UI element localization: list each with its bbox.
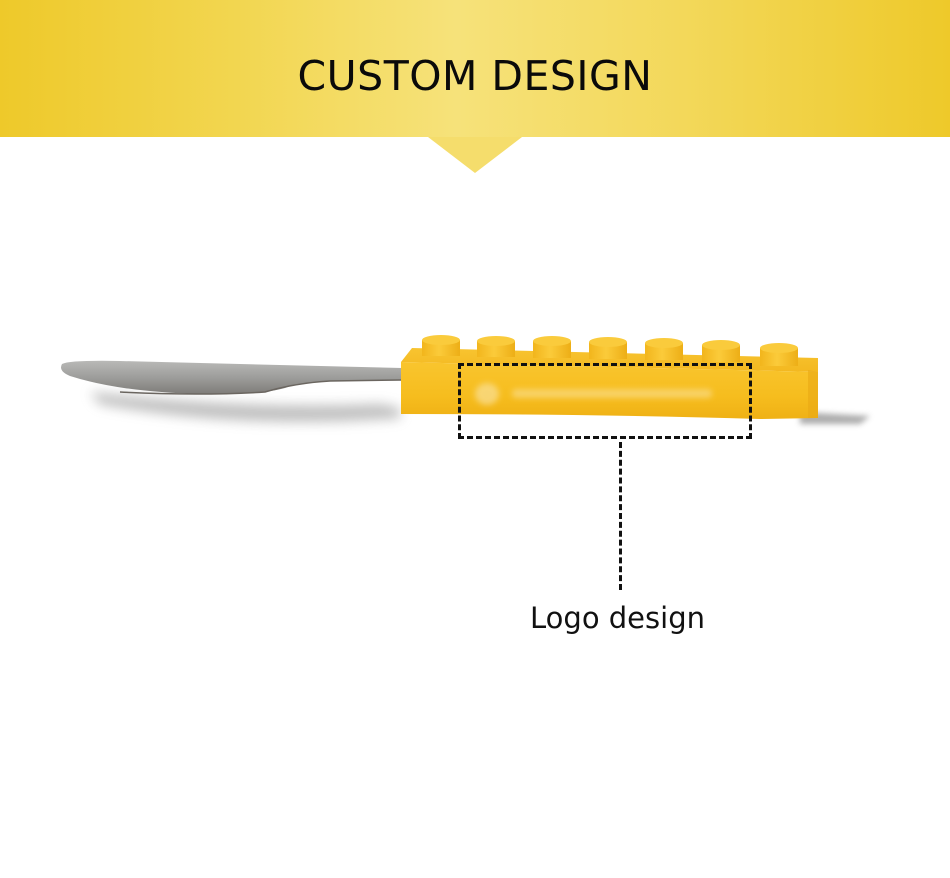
brick-studs	[422, 335, 798, 366]
logo-design-label: Logo design	[530, 601, 705, 635]
logo-area-dashed-box	[458, 363, 752, 439]
banner-pointer-triangle	[428, 137, 522, 173]
header-banner: CUSTOM DESIGN	[0, 0, 950, 137]
banner-title: CUSTOM DESIGN	[297, 52, 653, 100]
callout-leader-line	[619, 442, 622, 590]
